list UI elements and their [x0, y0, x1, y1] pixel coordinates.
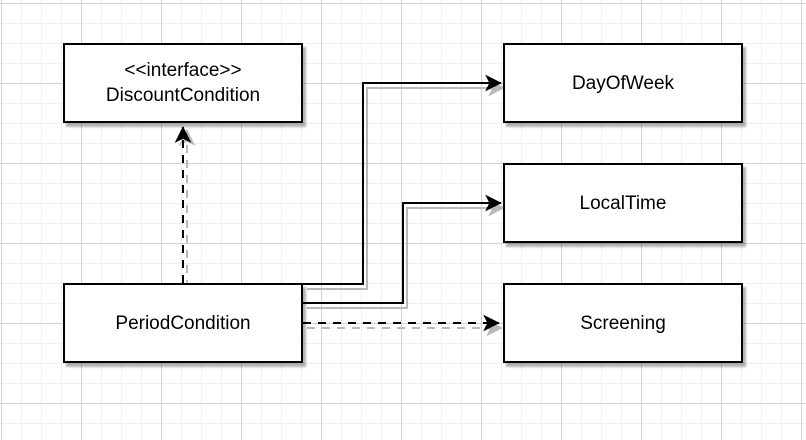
node-screening: Screening [503, 283, 743, 363]
node-label: DiscountCondition [105, 85, 261, 106]
node-local-time: LocalTime [503, 163, 743, 243]
node-label: LocalTime [579, 192, 667, 214]
edge-shadows [178, 79, 505, 337]
node-stereotype: <<interface>> [124, 60, 242, 81]
edge-period-to-dayofweek [303, 74, 502, 285]
edge-period-to-localtime [303, 194, 502, 304]
node-period-condition: PeriodCondition [63, 283, 303, 363]
node-label: Screening [580, 312, 666, 334]
edge-shadow-dayofweek [307, 79, 505, 290]
edge-lines [174, 74, 502, 332]
edge-shadow-localtime [307, 199, 505, 309]
node-label: PeriodCondition [115, 312, 251, 334]
node-discount-condition: <<interface>> DiscountCondition [63, 43, 303, 123]
node-label: DayOfWeek [571, 72, 675, 94]
node-day-of-week: DayOfWeek [503, 43, 743, 123]
